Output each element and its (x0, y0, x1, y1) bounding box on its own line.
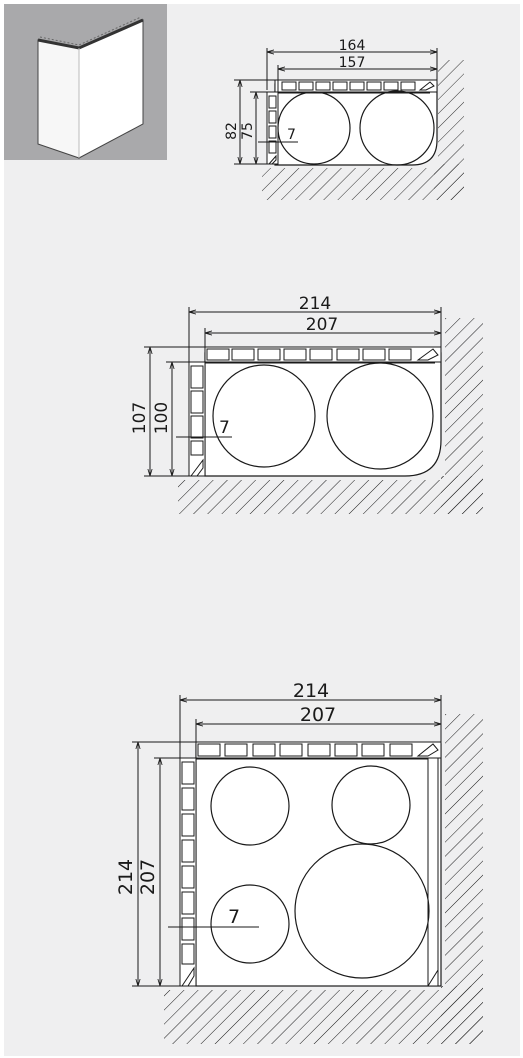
burner (277, 91, 351, 165)
top-ribs (206, 348, 439, 361)
dim-inner-width: 207 (306, 315, 338, 335)
burner (326, 362, 434, 470)
dim-outer-width: 214 (299, 294, 331, 314)
burner (210, 766, 290, 846)
dim-outer-height: 214 (115, 859, 137, 895)
drawing-small: 164 157 82 75 7 (224, 38, 464, 200)
corner-profile-icon (37, 16, 144, 159)
dim-wall-thickness: 7 (219, 418, 230, 438)
dim-inner-height: 75 (240, 122, 256, 140)
burner (331, 765, 411, 845)
dim-outer-width: 164 (339, 38, 366, 54)
dim-wall-thickness: 7 (287, 127, 296, 143)
dim-inner-width: 157 (339, 55, 366, 71)
top-ribs (197, 743, 439, 757)
wall-hatching (178, 318, 483, 514)
burner (212, 364, 316, 468)
top-ribs (281, 81, 435, 91)
dim-wall-thickness: 7 (228, 906, 240, 928)
dim-outer-height: 82 (224, 122, 240, 140)
dim-inner-height: 207 (137, 859, 159, 895)
burner-large (294, 843, 430, 979)
drawing-medium: 214 207 107 100 7 (130, 294, 483, 514)
dim-outer-width: 214 (293, 680, 329, 702)
thumbnail[interactable] (4, 4, 167, 160)
drawing-large: 214 207 214 207 7 (115, 680, 483, 1044)
burner (210, 884, 290, 964)
burner (359, 90, 435, 166)
dim-outer-height: 107 (130, 402, 150, 434)
dim-inner-height: 100 (152, 402, 172, 434)
wall-hatching (164, 714, 483, 1044)
wall-hatching (262, 60, 464, 200)
dim-inner-width: 207 (300, 704, 336, 726)
